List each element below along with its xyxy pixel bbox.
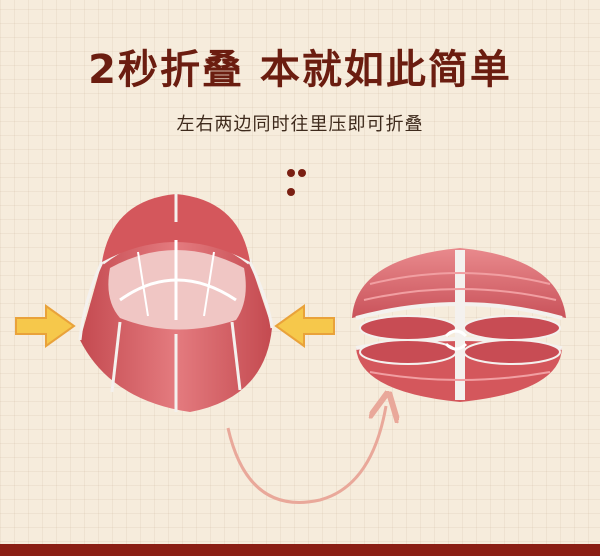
basket-top-shell: [102, 194, 250, 262]
decorative-dots: [287, 162, 317, 196]
dot: [287, 188, 295, 196]
dot: [287, 169, 295, 177]
arrow-right-icon: [274, 304, 335, 348]
folding-illustration: [15, 194, 566, 504]
folded-basket-image: [352, 248, 566, 402]
subline: 左右两边同时往里压即可折叠: [176, 114, 424, 135]
curved-arrow-icon: [226, 406, 386, 504]
open-basket-image: [78, 194, 274, 412]
bottom-bar: [0, 544, 600, 556]
dot: [298, 169, 306, 177]
arrow-left-icon: [15, 304, 76, 348]
headline: 2秒折叠 本就如此简单: [88, 47, 512, 93]
